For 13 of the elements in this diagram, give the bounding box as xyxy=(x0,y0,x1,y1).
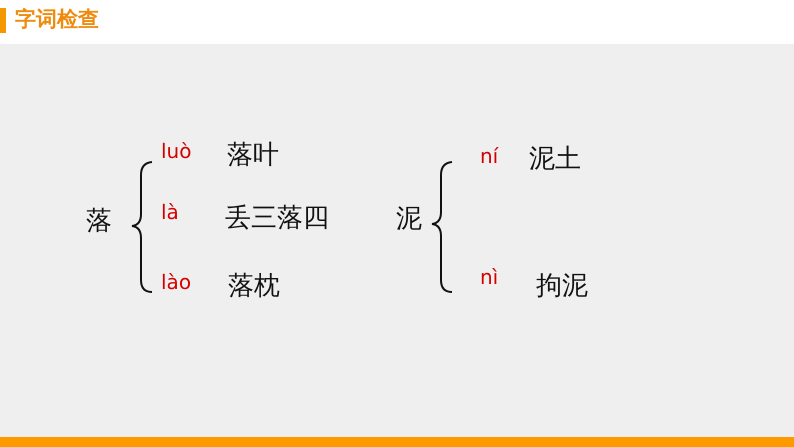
word: 丢三落四 xyxy=(225,205,329,231)
word: 落枕 xyxy=(228,273,280,299)
character: 落 xyxy=(86,208,112,234)
word: 泥土 xyxy=(529,146,581,172)
word: 拘泥 xyxy=(536,273,588,299)
title: 字词检查 xyxy=(15,9,99,30)
pinyin: nì xyxy=(480,267,498,287)
pinyin: lào xyxy=(161,272,192,292)
pinyin: luò xyxy=(161,141,192,161)
pinyin: ní xyxy=(480,146,498,166)
word: 落叶 xyxy=(227,142,279,168)
pinyin: là xyxy=(161,202,179,222)
character: 泥 xyxy=(396,206,422,232)
